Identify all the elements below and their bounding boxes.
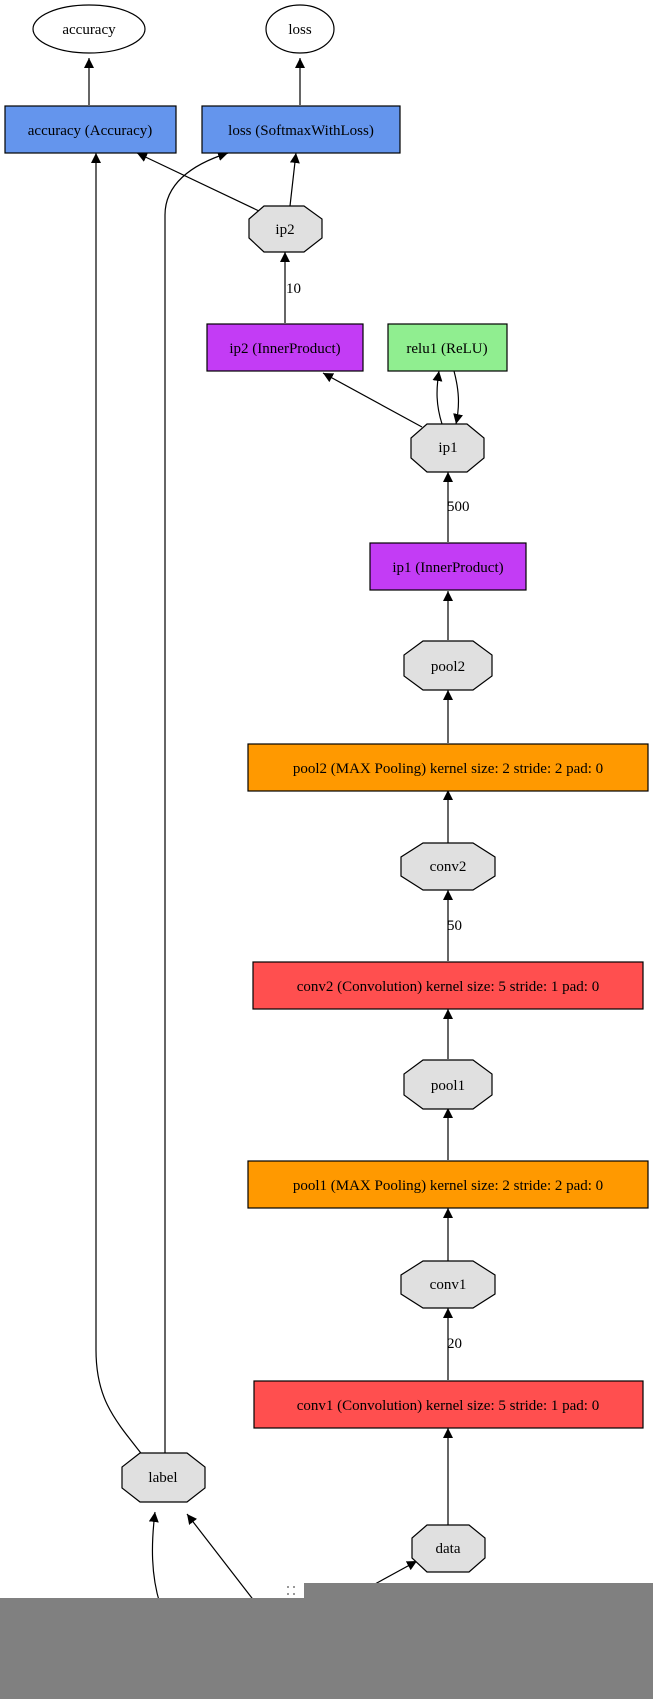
node-ip1-layer-label: ip1 (InnerProduct)	[392, 560, 503, 576]
edge-label-conv1-out: 20	[447, 1336, 462, 1352]
node-ip2-blob: ip2	[248, 205, 323, 253]
node-conv2-blob: conv2	[400, 842, 496, 891]
edge-label-conv2-out: 50	[447, 918, 462, 934]
node-data-blob: data	[411, 1524, 486, 1573]
edge-ip1-to-relu1	[432, 370, 443, 425]
node-pool2-blob: pool2	[403, 640, 493, 691]
node-relu1-layer: relu1 (ReLU)	[387, 323, 508, 372]
node-conv1-layer-label: conv1 (Convolution) kernel size: 5 strid…	[297, 1398, 599, 1414]
node-accuracy-layer: accuracy (Accuracy)	[4, 105, 177, 154]
edge-label-ip1-out: 500	[447, 499, 470, 515]
node-pool2-layer-label: pool2 (MAX Pooling) kernel size: 2 strid…	[293, 761, 603, 777]
node-conv2-blob-label: conv2	[430, 859, 467, 875]
edge-relu1-to-ip1	[453, 370, 463, 425]
node-ip1-layer: ip1 (InnerProduct)	[369, 542, 527, 591]
node-conv1-layer: conv1 (Convolution) kernel size: 5 strid…	[253, 1380, 644, 1429]
edge-input-to-label-b	[186, 1513, 256, 1603]
node-ip1-blob: ip1	[410, 423, 485, 473]
edge-label-to-loss-layer	[164, 151, 229, 1456]
node-pool1-layer: pool1 (MAX Pooling) kernel size: 2 strid…	[247, 1160, 649, 1209]
node-accuracy-output: accuracy	[32, 4, 146, 54]
node-pool1-blob: pool1	[403, 1059, 493, 1110]
node-ip2-layer-label: ip2 (InnerProduct)	[229, 341, 340, 357]
node-pool1-blob-label: pool1	[431, 1078, 465, 1094]
node-loss-layer: loss (SoftmaxWithLoss)	[201, 105, 401, 154]
node-loss-output-label: loss	[288, 22, 312, 38]
node-conv2-layer: conv2 (Convolution) kernel size: 5 strid…	[252, 961, 644, 1010]
edge-ip2-to-loss-layer	[289, 152, 300, 207]
edge-ip2-to-accuracy-layer	[136, 152, 260, 212]
node-conv1-blob: conv1	[400, 1260, 496, 1309]
node-conv2-layer-label: conv2 (Convolution) kernel size: 5 strid…	[297, 979, 599, 995]
footer-overlay	[0, 1583, 653, 1699]
edge-ip1-to-ip2-layer	[322, 372, 423, 428]
edge-label-ip2-out: 10	[286, 281, 301, 297]
edge-input-to-data	[374, 1560, 418, 1585]
node-relu1-layer-label: relu1 (ReLU)	[406, 341, 487, 357]
node-label-blob-label: label	[148, 1470, 177, 1486]
node-pool1-layer-label: pool1 (MAX Pooling) kernel size: 2 strid…	[293, 1178, 603, 1194]
node-pool2-blob-label: pool2	[431, 659, 465, 675]
edge-input-to-label-a	[148, 1511, 161, 1605]
node-label-blob: label	[121, 1452, 206, 1503]
node-ip2-blob-label: ip2	[275, 222, 294, 238]
node-loss-layer-label: loss (SoftmaxWithLoss)	[228, 123, 374, 139]
node-ip1-blob-label: ip1	[438, 440, 457, 456]
edge-label-to-accuracy-layer	[91, 153, 145, 1458]
node-data-blob-label: data	[436, 1541, 461, 1557]
dots-icon	[287, 1586, 295, 1595]
node-accuracy-output-label: accuracy	[62, 22, 116, 38]
node-accuracy-layer-label: accuracy (Accuracy)	[28, 123, 152, 139]
node-conv1-blob-label: conv1	[430, 1277, 467, 1293]
node-pool2-layer: pool2 (MAX Pooling) kernel size: 2 strid…	[247, 743, 649, 792]
node-ip2-layer: ip2 (InnerProduct)	[206, 323, 364, 372]
edges: 10 500 50 20	[84, 58, 470, 1605]
node-loss-output: loss	[265, 4, 335, 54]
